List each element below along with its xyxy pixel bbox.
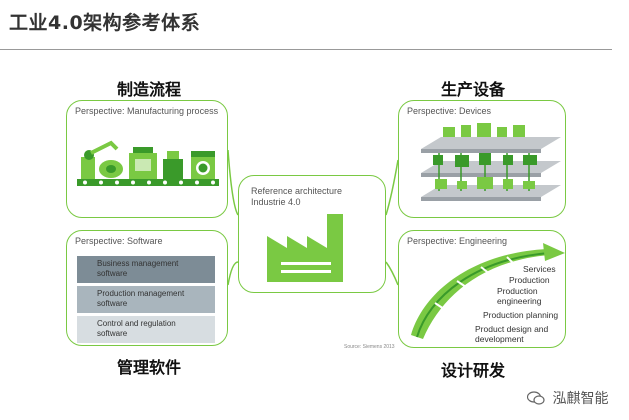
panel-manufacturing: Perspective: Manufacturing process <box>66 100 228 218</box>
business-management-software-bar: Business management software <box>77 256 215 283</box>
perspective-software-label: Perspective: Software <box>75 236 163 246</box>
panel-software: Perspective: Software Business managemen… <box>66 230 228 346</box>
panel-engineering: Perspective: Engineering Services Produc… <box>398 230 566 348</box>
perspective-manufacturing-label: Perspective: Manufacturing process <box>75 106 219 116</box>
devices-layers-illustration <box>421 123 561 201</box>
panel-reference-architecture: Reference architecture Industrie 4.0 <box>238 175 386 293</box>
source-credit: Source: Siemens 2013 <box>344 344 395 350</box>
label-manufacturing-process: 制造流程 <box>117 80 182 99</box>
engineering-step-production: Production <box>509 275 550 285</box>
perspective-engineering-label: Perspective: Engineering <box>407 236 508 246</box>
panel-devices: Perspective: Devices <box>398 100 566 218</box>
watermark: 泓麒智能 <box>526 388 609 408</box>
engineering-step-product-design: Product design and development <box>475 324 549 344</box>
manufacturing-line-illustration <box>77 140 219 186</box>
factory-icon <box>267 214 343 282</box>
center-title-line1: Reference architecture <box>251 186 343 196</box>
watermark-text: 泓麒智能 <box>552 391 609 407</box>
page-title: 工业4.0架构参考体系 <box>9 12 201 34</box>
engineering-step-services: Services <box>523 264 556 274</box>
wechat-icon <box>526 391 545 405</box>
engineering-arrow-illustration <box>411 243 565 339</box>
center-title-line2: Industrie 4.0 <box>251 197 301 207</box>
engineering-step-production-engineering: Production engineering <box>497 286 542 306</box>
label-design-development: 设计研发 <box>441 361 506 380</box>
perspective-devices-label: Perspective: Devices <box>407 106 492 116</box>
control-regulation-software-bar: Control and regulation software <box>77 316 215 343</box>
production-management-software-bar: Production management software <box>77 286 215 313</box>
engineering-step-production-planning: Production planning <box>483 310 559 320</box>
label-management-software: 管理软件 <box>117 358 182 377</box>
title-divider <box>0 49 612 50</box>
label-production-devices: 生产设备 <box>441 80 506 99</box>
